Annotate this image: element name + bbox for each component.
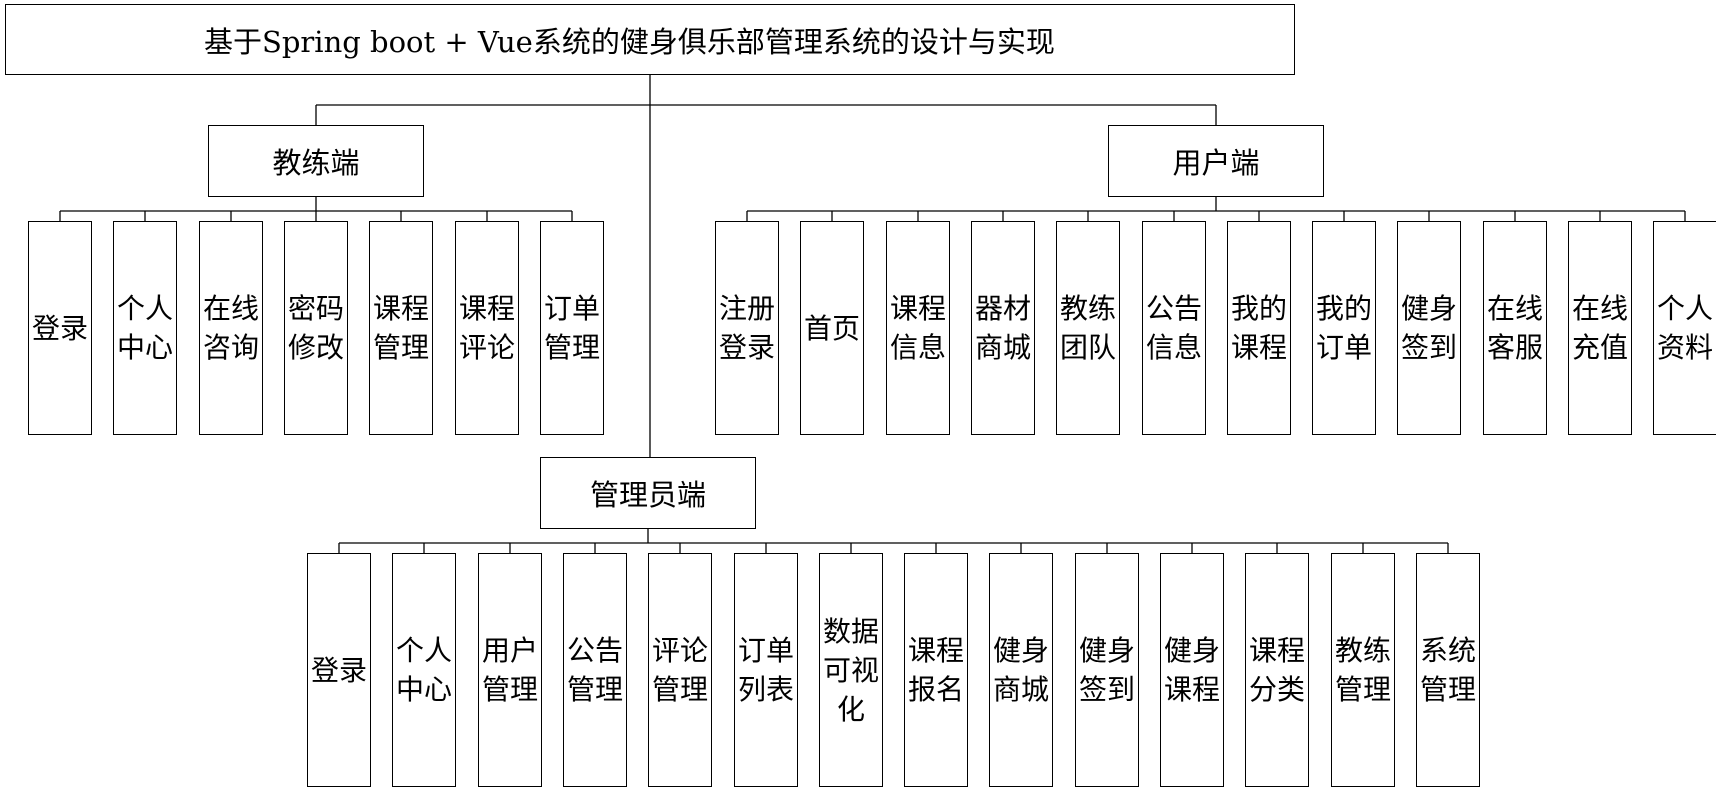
module-user-2: 课程信息 [886, 221, 950, 435]
module-admin-5: 订单列表 [734, 553, 798, 787]
group-admin-box: 管理员端 [540, 457, 756, 529]
module-coach-0: 登录 [28, 221, 92, 435]
module-admin-0: 登录 [307, 553, 371, 787]
module-user-8: 健身签到 [1397, 221, 1461, 435]
module-admin-8: 健身商城 [989, 553, 1053, 787]
module-user-1: 首页 [800, 221, 864, 435]
module-admin-3: 公告管理 [563, 553, 627, 787]
module-user-10: 在线充值 [1568, 221, 1632, 435]
module-user-5: 公告信息 [1142, 221, 1206, 435]
module-coach-6: 订单管理 [540, 221, 604, 435]
module-admin-12: 教练管理 [1331, 553, 1395, 787]
group-coach-label: 教练端 [272, 146, 360, 180]
module-coach-2: 在线咨询 [199, 221, 263, 435]
module-admin-1: 个人中心 [392, 553, 456, 787]
module-admin-13: 系统管理 [1416, 553, 1480, 787]
module-user-6: 我的课程 [1227, 221, 1291, 435]
module-coach-5: 课程评论 [455, 221, 519, 435]
module-coach-3: 密码修改 [284, 221, 348, 435]
module-admin-6: 数据可视化 [819, 553, 883, 787]
module-admin-7: 课程报名 [904, 553, 968, 787]
module-admin-10: 健身课程 [1160, 553, 1224, 787]
module-user-11: 个人资料 [1653, 221, 1716, 435]
module-user-3: 器材商城 [971, 221, 1035, 435]
module-user-7: 我的订单 [1312, 221, 1376, 435]
group-user-box: 用户端 [1108, 125, 1324, 197]
module-admin-4: 评论管理 [648, 553, 712, 787]
module-admin-2: 用户管理 [478, 553, 542, 787]
group-user-label: 用户端 [1172, 146, 1260, 180]
system-title: 基于Spring boot + Vue系统的健身俱乐部管理系统的设计与实现 [204, 24, 1055, 59]
module-admin-9: 健身签到 [1075, 553, 1139, 787]
module-user-9: 在线客服 [1483, 221, 1547, 435]
module-coach-1: 个人中心 [113, 221, 177, 435]
group-admin-label: 管理员端 [589, 478, 706, 512]
module-user-0: 注册登录 [715, 221, 779, 435]
module-coach-4: 课程管理 [369, 221, 433, 435]
module-admin-11: 课程分类 [1245, 553, 1309, 787]
system-title-box: 基于Spring boot + Vue系统的健身俱乐部管理系统的设计与实现 [5, 4, 1295, 75]
module-user-4: 教练团队 [1056, 221, 1120, 435]
group-coach-box: 教练端 [208, 125, 424, 197]
